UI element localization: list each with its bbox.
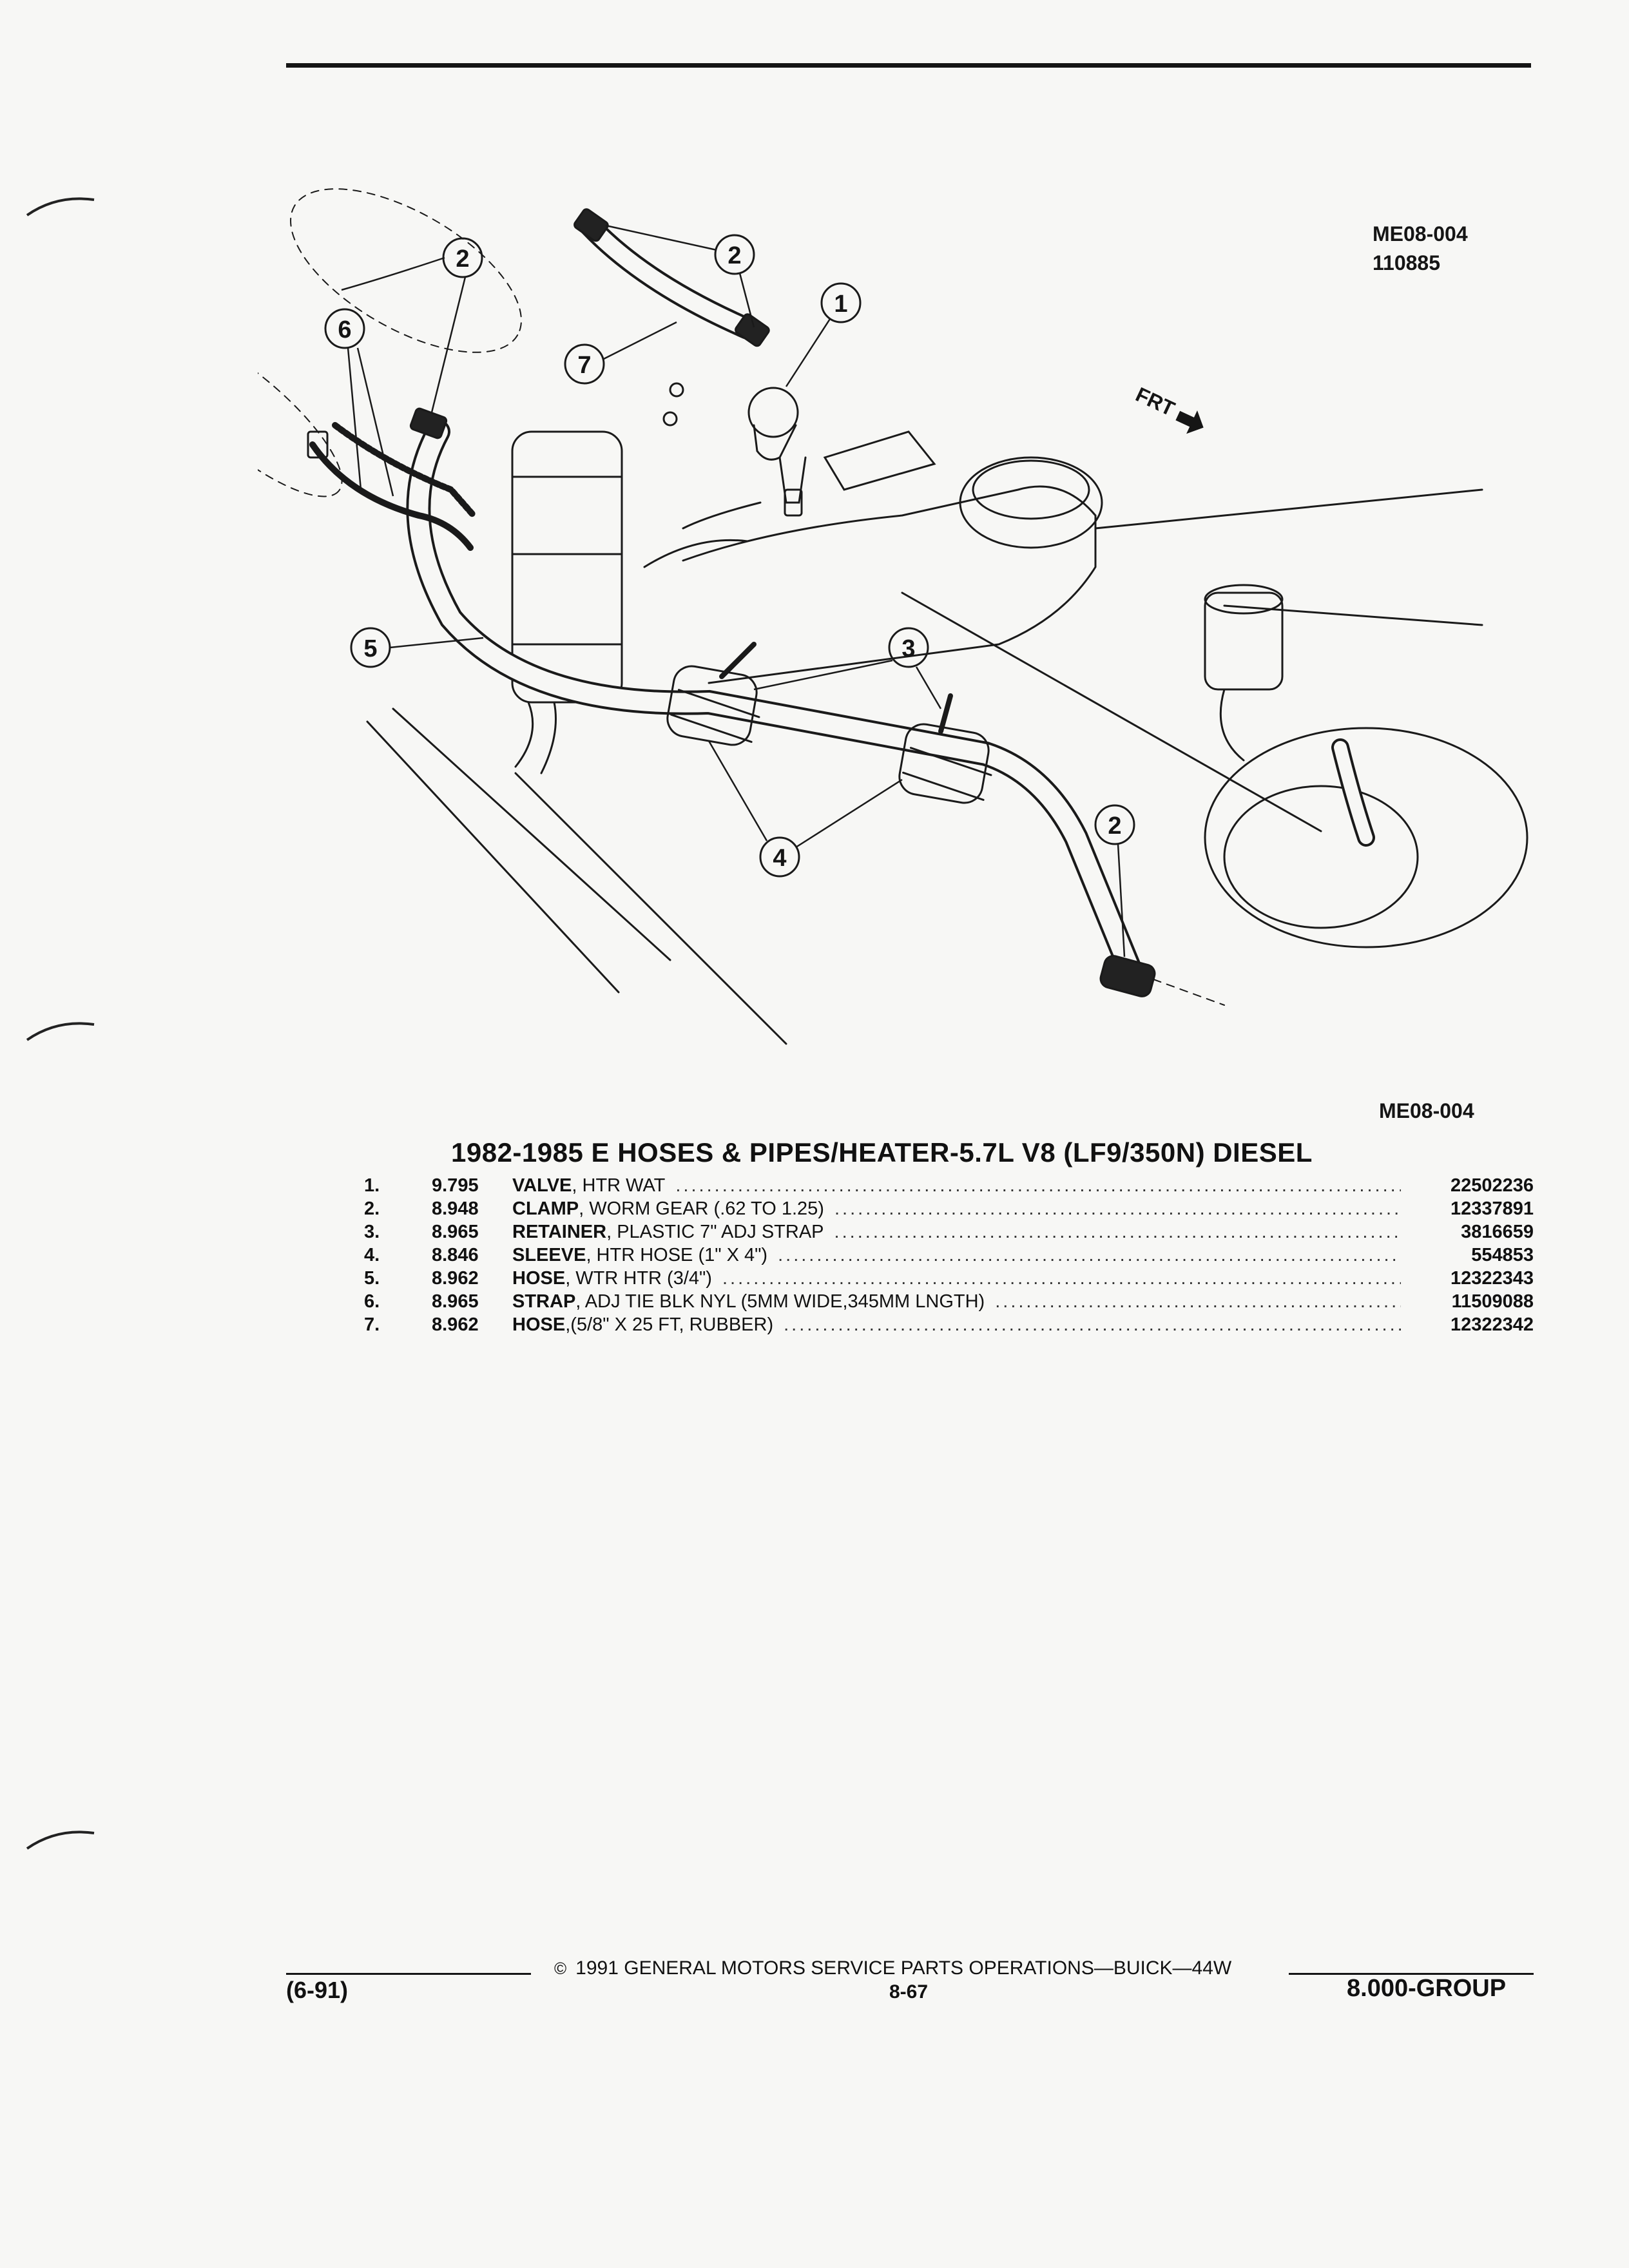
leader-dots [834,1197,1401,1220]
part-name: SLEEVE [512,1245,586,1265]
part-number: 4. [364,1245,380,1265]
part-id: 12322342 [1450,1314,1534,1335]
front-arrow-icon [1175,410,1204,434]
part-number: 7. [364,1314,380,1335]
binder-hole-mark [26,197,95,216]
parts-list: 1. 9.795 VALVE , HTR WAT 22502236 2. 8.9… [364,1174,1534,1336]
part-row: 2. 8.948 CLAMP , WORM GEAR (.62 TO 1.25)… [364,1197,1534,1220]
callout-1: 1 [834,291,847,318]
part-description: , HTR HOSE (1" X 4") [586,1245,768,1265]
part-number: 3. [364,1222,380,1242]
part-name: STRAP [512,1291,576,1312]
part-number: 2. [364,1198,380,1219]
part-description: ,(5/8" X 25 FT, RUBBER) [565,1314,774,1335]
copyright-notice: © 1991 GENERAL MOTORS SERVICE PARTS OPERA… [554,1957,1231,1979]
part-id: 12322343 [1450,1268,1534,1289]
part-row: 7. 8.962 HOSE ,(5/8" X 25 FT, RUBBER) 12… [364,1313,1534,1336]
callout-7: 7 [577,352,591,379]
group-number: 9.795 [432,1175,479,1196]
diagram-ref-code-bottom: ME08-004 [1379,1099,1474,1122]
part-row: 5. 8.962 HOSE , WTR HTR (3/4") 12322343 [364,1267,1534,1290]
part-name: CLAMP [512,1198,579,1219]
binder-hole-mark [26,1831,95,1850]
diagram-ref-number: 110885 [1373,251,1441,274]
callout-2: 2 [456,245,469,273]
group-number: 8.962 [432,1268,479,1289]
callout-6: 6 [338,316,351,343]
leader-dots [722,1267,1401,1290]
footer-date: (6-91) [286,1977,349,2003]
part-id: 12337891 [1450,1198,1534,1219]
part-id: 11509088 [1451,1291,1534,1312]
diagram-ref-code: ME08-004 [1373,222,1468,245]
part-name: HOSE [512,1314,566,1335]
group-number: 8.965 [432,1222,479,1242]
footer-group: 8.000-GROUP [1347,1975,1507,2002]
callout-4: 4 [773,845,786,872]
group-number: 8.948 [432,1198,479,1219]
part-id: 554853 [1471,1245,1534,1265]
part-number: 5. [364,1268,380,1289]
part-row: 3. 8.965 RETAINER , PLASTIC 7" ADJ STRAP… [364,1220,1534,1244]
footer-rule-left [286,1973,531,1975]
part-description: , WTR HTR (3/4") [565,1268,712,1289]
part-number: 6. [364,1291,380,1312]
part-id: 3816659 [1461,1222,1534,1242]
part-id: 22502236 [1450,1175,1534,1196]
part-name: VALVE [512,1175,572,1196]
section-title: 1982-1985 E HOSES & PIPES/HEATER-5.7L V8… [451,1137,1313,1168]
part-number: 1. [364,1175,380,1196]
part-description: , PLASTIC 7" ADJ STRAP [606,1222,824,1242]
part-row: 6. 8.965 STRAP , ADJ TIE BLK NYL (5MM WI… [364,1290,1534,1313]
part-row: 1. 9.795 VALVE , HTR WAT 22502236 [364,1174,1534,1197]
part-description: , WORM GEAR (.62 TO 1.25) [579,1198,824,1219]
callout-2: 2 [1108,812,1121,840]
exploded-view-diagram: 2 2 6 7 1 5 3 4 2 FRT [258,188,1528,1045]
part-row: 4. 8.846 SLEEVE , HTR HOSE (1" X 4") 554… [364,1244,1534,1267]
leader-dots [784,1313,1401,1336]
leader-dots [675,1174,1401,1197]
group-number: 8.965 [432,1291,479,1312]
group-number: 8.962 [432,1314,479,1335]
leader-dots [834,1220,1401,1244]
callout-2: 2 [728,242,741,269]
part-description: , HTR WAT [572,1175,666,1196]
callout-3: 3 [901,635,915,662]
part-name: RETAINER [512,1222,607,1242]
callout-5: 5 [363,635,377,662]
page-number: 8-67 [889,1981,929,2003]
front-label: FRT [1132,383,1179,421]
leader-dots [995,1290,1401,1313]
top-rule [286,63,1531,68]
leader-dots [778,1244,1401,1267]
binder-hole-mark [26,1022,95,1041]
copyright-text: 1991 GENERAL MOTORS SERVICE PARTS OPERAT… [575,1957,1232,1979]
group-number: 8.846 [432,1245,479,1265]
part-description: , ADJ TIE BLK NYL (5MM WIDE,345MM LNGTH) [575,1291,985,1312]
footer-rule-right [1289,1973,1534,1975]
copyright-icon: © [554,1959,567,1978]
part-name: HOSE [512,1268,566,1289]
